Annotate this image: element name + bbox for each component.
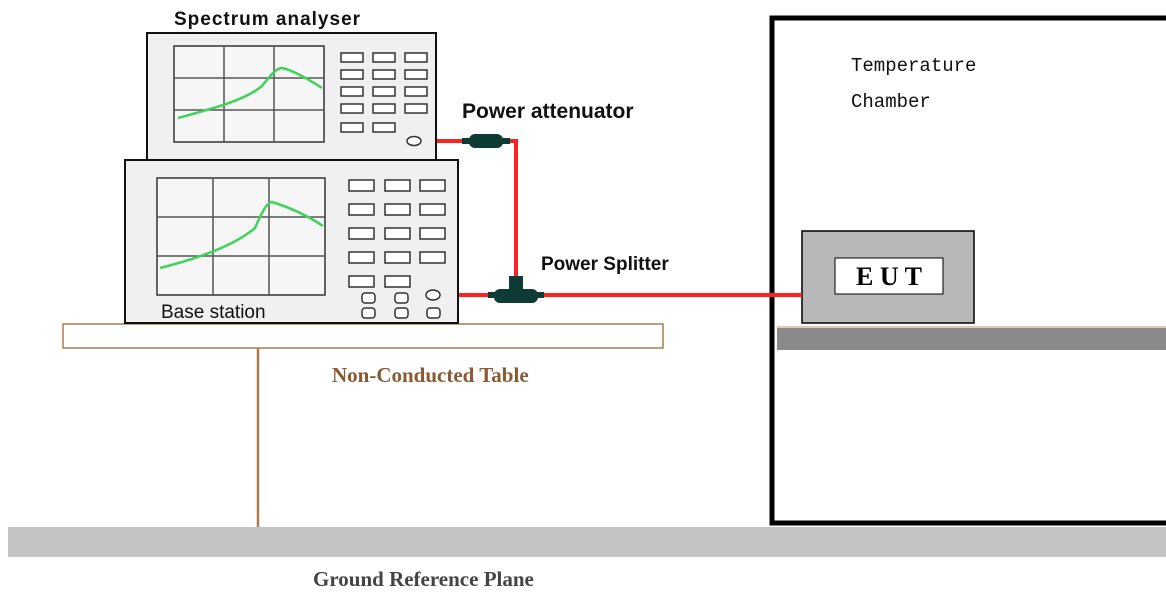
- power-attenuator: [462, 134, 510, 148]
- ground-reference-plane: [8, 527, 1166, 557]
- spectrum-analyser-trace: [177, 66, 323, 120]
- label-temperature-chamber-line1: Temperature: [851, 55, 976, 77]
- spectrum-analyser: [146, 32, 437, 162]
- base-station-trace: [159, 200, 324, 270]
- label-ground-reference-plane: Ground Reference Plane: [313, 567, 534, 591]
- label-non-conducted-table: Non-Conducted Table: [332, 363, 529, 387]
- spectrum-analyser-keypad: [340, 52, 428, 133]
- label-power-splitter: Power Splitter: [541, 254, 669, 275]
- label-temperature-chamber-line2: Chamber: [851, 91, 931, 113]
- cable-analyser-to-splitter: [422, 139, 518, 278]
- eut-device: [801, 230, 975, 324]
- label-power-attenuator: Power attenuator: [462, 100, 634, 123]
- non-conducted-table: [62, 323, 664, 527]
- label-base-station: Base station: [161, 302, 266, 323]
- base-station: [124, 159, 459, 324]
- eut-label-plate: [834, 257, 944, 295]
- chamber-shelf: [777, 328, 1166, 350]
- power-splitter: [488, 276, 544, 303]
- base-station-rf-port: [425, 289, 441, 301]
- label-eut: E U T: [856, 262, 922, 291]
- base-station-keypad: [348, 179, 446, 319]
- table-top: [62, 323, 664, 349]
- spectrum-analyser-rf-port: [406, 135, 422, 147]
- label-spectrum-analyser: Spectrum analyser: [174, 9, 361, 30]
